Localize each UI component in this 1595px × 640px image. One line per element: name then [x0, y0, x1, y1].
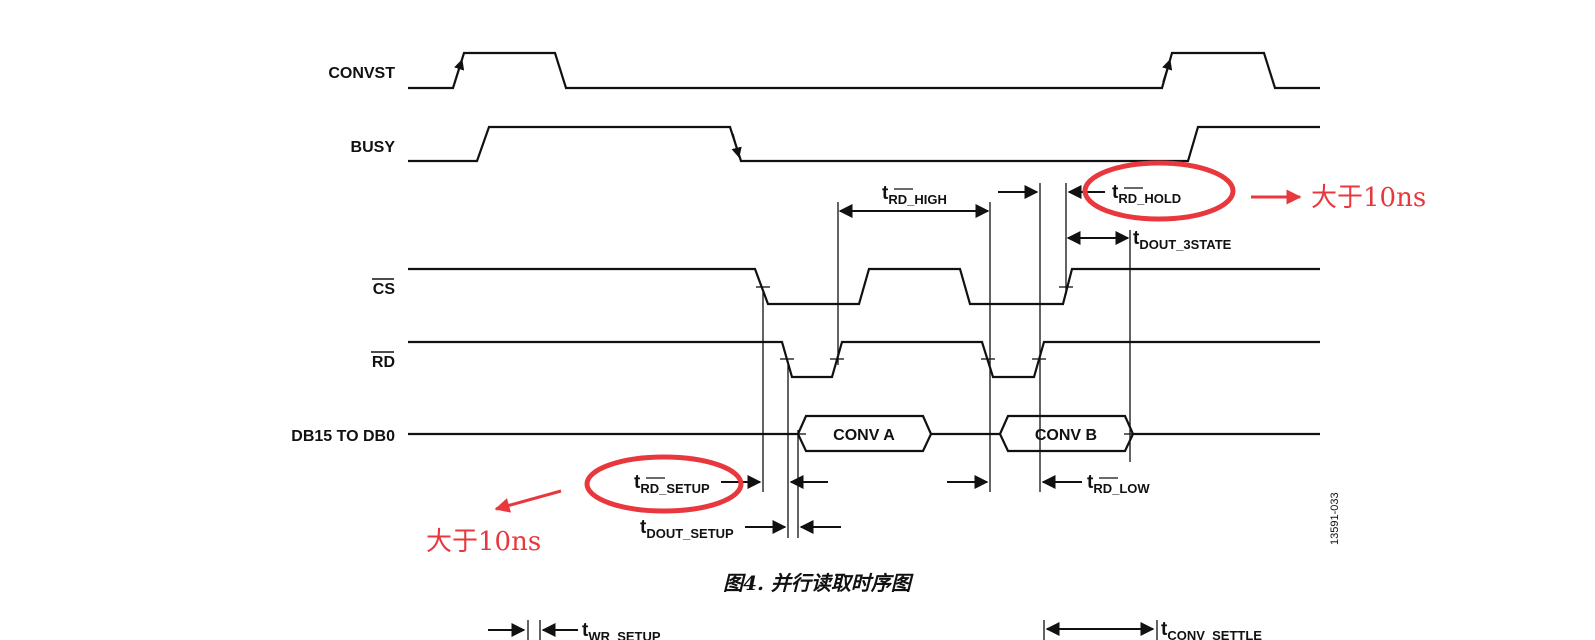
signal-label-busy: BUSY — [351, 139, 396, 156]
bus-label-conv-a: CONV A — [833, 427, 895, 444]
label-dout-3state: tDOUT_3STATE — [1133, 228, 1232, 252]
figure-id: 13591-033 — [1329, 492, 1341, 545]
cs-waveform — [408, 267, 1320, 306]
bus-label-conv-b: CONV B — [1035, 427, 1097, 444]
busy-fall-arrow — [731, 133, 742, 159]
signal-label-convst: CONVST — [328, 65, 395, 82]
signal-label-cs: CS — [373, 281, 396, 298]
db-bus — [408, 414, 1320, 453]
convst-rise-arrow-2 — [1162, 58, 1173, 83]
signal-label-rd: RD — [372, 354, 395, 371]
rd-waveform — [408, 340, 1320, 379]
timing-reference-lines — [762, 183, 1131, 538]
convst-rise-arrow-1 — [454, 58, 465, 83]
convst-waveform — [408, 51, 1320, 90]
label-rd-hold: tRD_HOLD — [1112, 182, 1181, 206]
label-bottom-left: tWR_SETUP — [582, 620, 661, 640]
label-dout-setup: tDOUT_SETUP — [640, 517, 734, 541]
highlight-ellipse-rd-setup — [584, 454, 744, 514]
label-rd-high: tRD_HIGH — [882, 183, 947, 207]
busy-waveform — [408, 125, 1320, 163]
next-figure-fragment: tWR_SETUP tCONV_SETTLE — [488, 619, 1262, 640]
label-bottom-right: tCONV_SETTLE — [1161, 619, 1262, 640]
annotation-arrow-left — [494, 489, 562, 513]
annotation-note-left: 大于10ns — [426, 527, 541, 557]
highlight-ellipse-rd-hold — [1082, 160, 1236, 222]
label-rd-setup: tRD_SETUP — [634, 472, 710, 496]
annotation-note-right: 大于10ns — [1311, 183, 1426, 213]
signal-label-db: DB15 TO DB0 — [291, 428, 395, 445]
figure-caption: 图4. 并行读取时序图 — [723, 571, 914, 595]
label-rd-low: tRD_LOW — [1087, 472, 1150, 496]
